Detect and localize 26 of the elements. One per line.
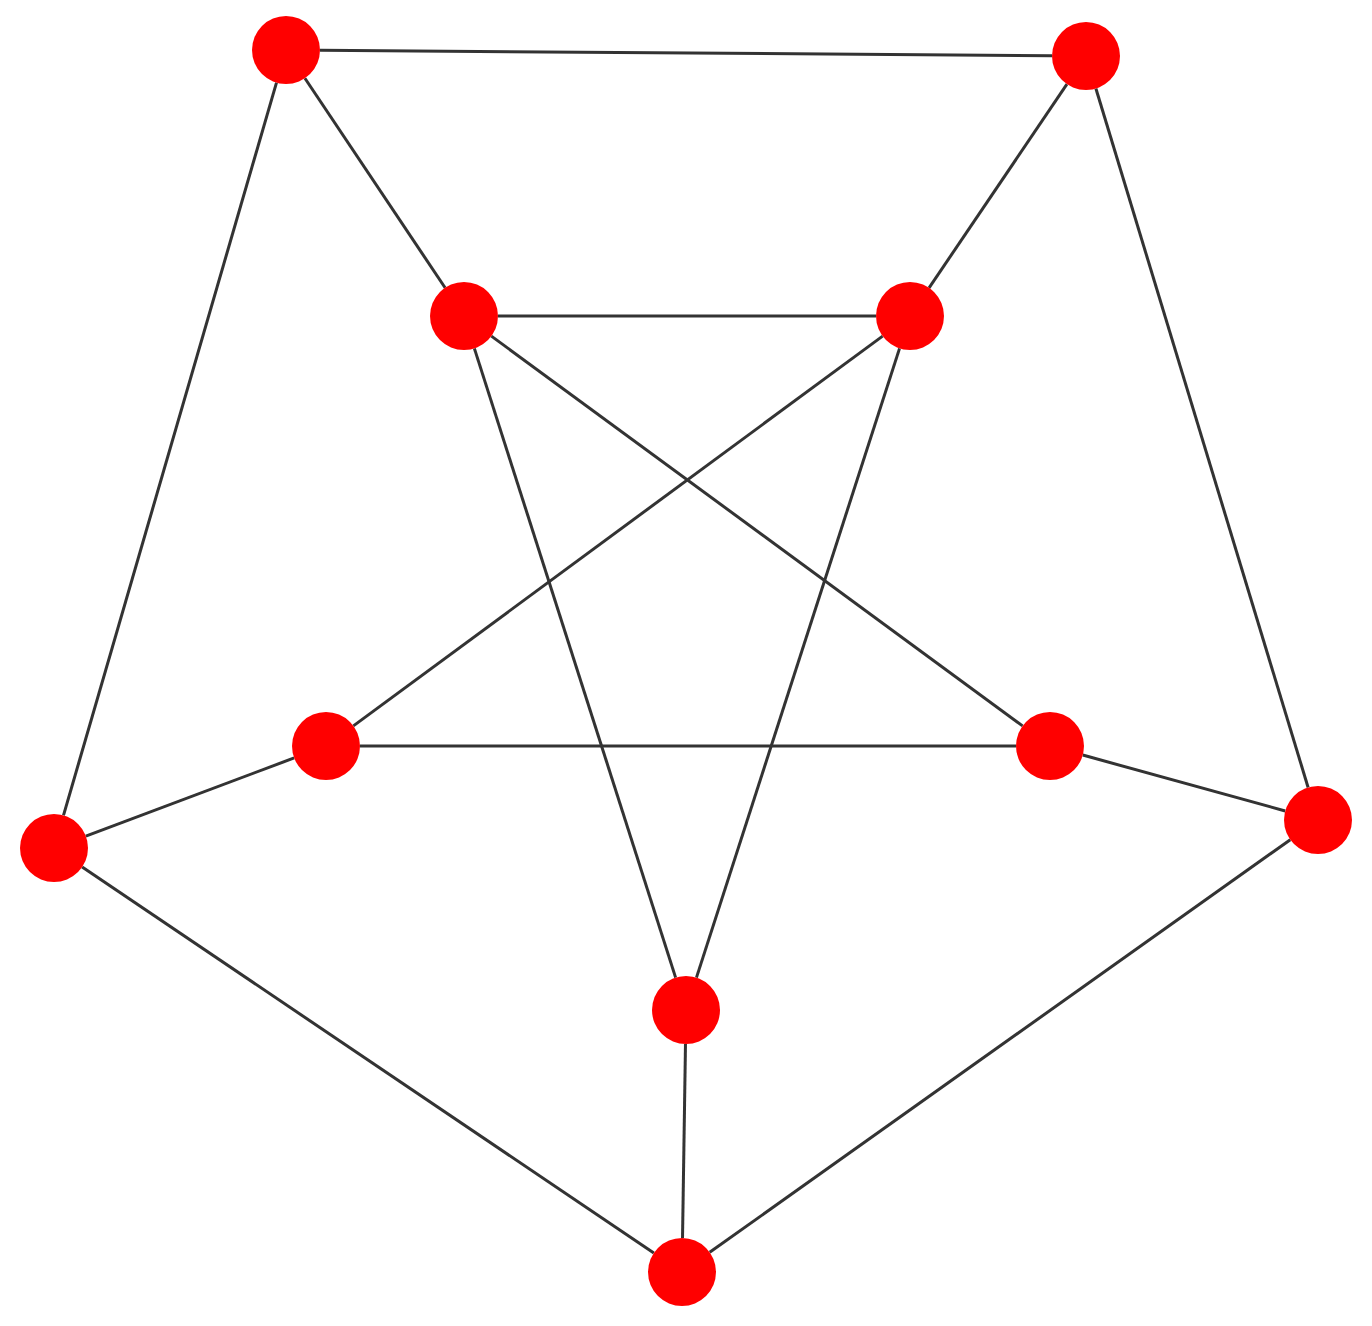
connector-line — [352, 334, 884, 728]
connector-line — [490, 334, 1024, 728]
connector-line — [681, 1043, 687, 1239]
graph-vertex — [292, 712, 360, 780]
connector-line — [708, 838, 1292, 1254]
connector-line — [360, 744, 1016, 748]
graph-vertex — [1052, 22, 1120, 90]
graph-vertex — [1016, 712, 1084, 780]
graph-vertex — [1284, 786, 1352, 854]
connector-line — [320, 48, 1052, 58]
connector-line — [498, 314, 876, 318]
graph-vertex — [20, 814, 88, 882]
graph-vertex — [430, 282, 498, 350]
connector-line — [472, 347, 678, 979]
connector-line — [81, 865, 655, 1255]
graph-vertex — [252, 16, 320, 84]
connector-line — [927, 83, 1069, 289]
graph-vertex — [876, 282, 944, 350]
connector-line — [62, 82, 278, 816]
graph-vertex — [652, 976, 720, 1044]
connector-line — [1094, 88, 1310, 788]
graph-vertex — [648, 1238, 716, 1306]
connector-line — [1082, 753, 1286, 813]
connector-line — [85, 756, 295, 838]
connector-line — [695, 347, 901, 979]
connector-line — [303, 77, 447, 289]
